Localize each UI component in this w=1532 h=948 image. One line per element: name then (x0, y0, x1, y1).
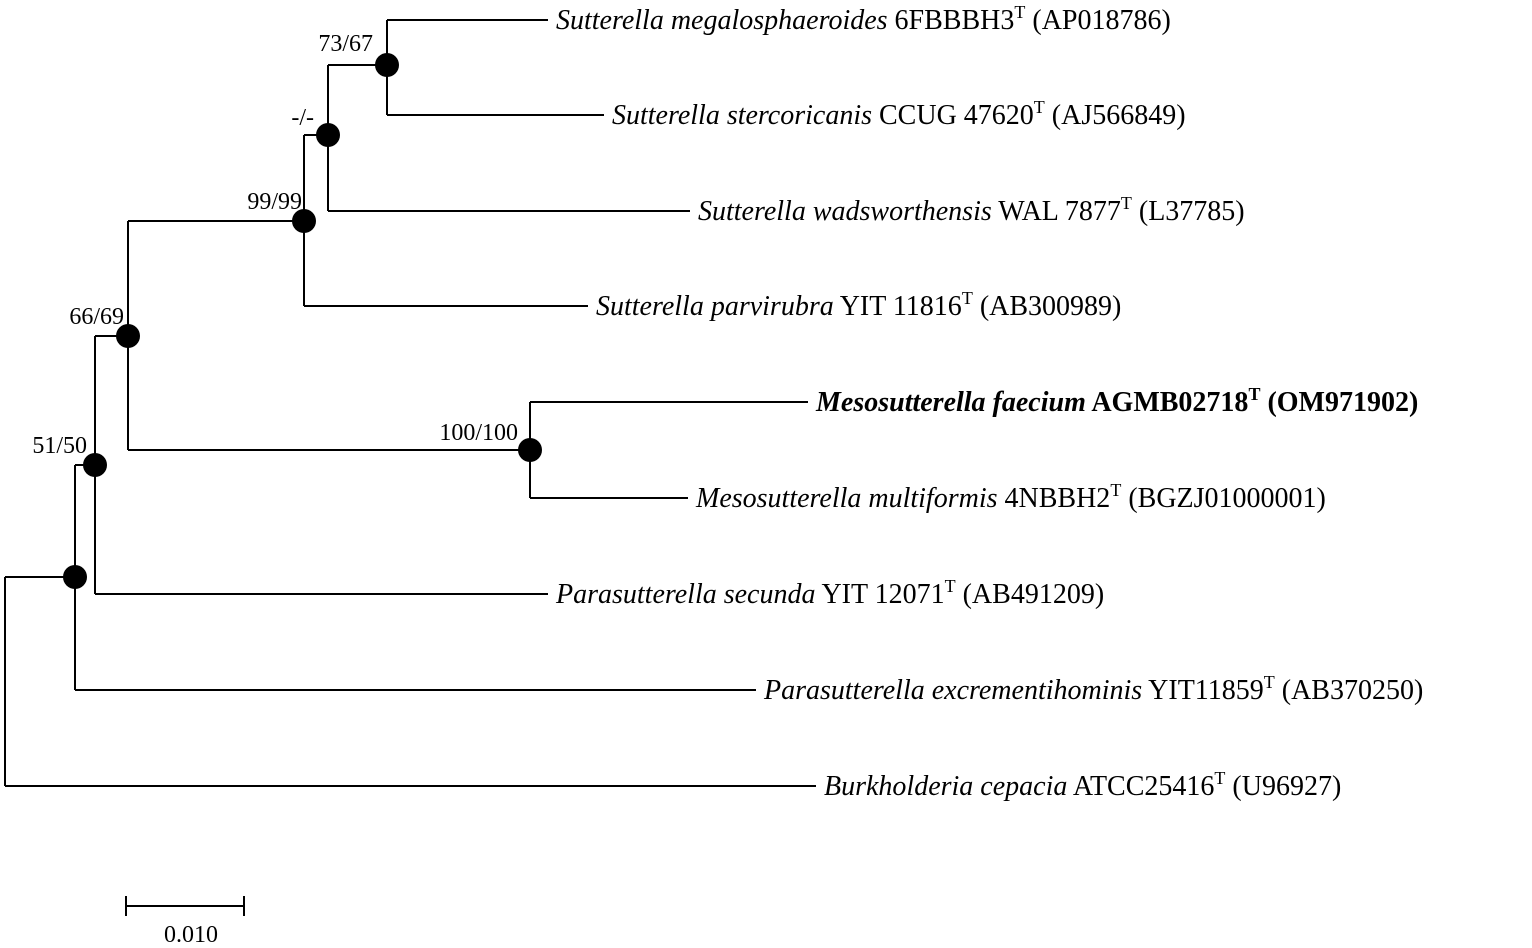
taxon-species-name: Sutterella parvirubra (596, 291, 834, 322)
taxon-accession: (OM971902) (1260, 387, 1418, 418)
taxon-species-name: Mesosutterella multiformis (695, 483, 998, 514)
taxon-species-name: Parasutterella excrementihominis (763, 675, 1142, 706)
node-dot-n_meso (518, 438, 542, 462)
taxon-species-name: Sutterella stercoricanis (612, 100, 872, 131)
support-values: 73/67 -/- 99/99 100/100 66/69 51/50 (32, 31, 518, 459)
taxon-strain: YIT 11816 (834, 291, 962, 322)
node-dot-n_root_ingroup (63, 565, 87, 589)
taxon-strain: AGMB02718 (1086, 387, 1249, 418)
node-dot-n_sut_meso (116, 324, 140, 348)
taxon-accession: (L37785) (1132, 196, 1245, 227)
taxon-labels: Sutterella megalosphaeroides 6FBBBH3T (A… (555, 2, 1423, 802)
taxon-accession: (AB300989) (973, 291, 1122, 322)
node-dot-n_with_wads (316, 123, 340, 147)
taxon-species-name: Burkholderia cepacia (824, 771, 1067, 802)
taxon-label-7: Parasutterella excrementihominis YIT1185… (763, 672, 1423, 706)
scale-bar-label: 0.010 (164, 922, 218, 948)
taxon-label-2: Sutterella wadsworthensis WAL 7877T (L37… (698, 193, 1245, 227)
taxon-strain: 4NBBH2 (998, 483, 1111, 514)
taxon-label-5: Mesosutterella multiformis 4NBBH2T (BGZJ… (695, 480, 1326, 514)
taxon-species-name: Sutterella wadsworthensis (698, 196, 992, 227)
support-n_sutterella: 99/99 (247, 189, 302, 215)
taxon-label-1: Sutterella stercoricanis CCUG 47620T (AJ… (612, 97, 1186, 131)
support-n_with_wads: -/- (291, 105, 314, 131)
taxon-strain: CCUG 47620 (872, 100, 1034, 131)
taxon-accession: (AB370250) (1275, 675, 1424, 706)
support-n_megalo_sterco: 73/67 (318, 31, 373, 57)
taxon-strain: YIT 12071 (815, 579, 944, 610)
type-strain-superscript: T (1110, 480, 1121, 500)
node-dot-n_sutterella (292, 209, 316, 233)
type-strain-superscript: T (1034, 97, 1045, 117)
taxon-label-4: Mesosutterella faecium AGMB02718T (OM971… (815, 384, 1418, 418)
node-dot-n_megalo_sterco (375, 53, 399, 77)
type-strain-superscript: T (945, 576, 956, 596)
taxon-label-6: Parasutterella secunda YIT 12071T (AB491… (555, 576, 1104, 610)
taxon-strain: ATCC25416 (1067, 771, 1214, 802)
support-n_sut_meso: 66/69 (69, 304, 124, 330)
support-n_with_secunda: 51/50 (32, 433, 87, 459)
taxon-species-name: Parasutterella secunda (555, 579, 815, 610)
type-strain-superscript: T (1121, 193, 1132, 213)
support-n_meso: 100/100 (439, 420, 518, 446)
tree-branches (4, 19, 816, 787)
tree-nodes (63, 53, 542, 589)
scale-bar: 0.010 (125, 896, 245, 948)
taxon-species-name: Mesosutterella faecium (815, 387, 1086, 418)
taxon-label-3: Sutterella parvirubra YIT 11816T (AB3009… (596, 288, 1121, 322)
taxon-strain: YIT11859 (1142, 675, 1264, 706)
type-strain-superscript: T (1214, 768, 1225, 788)
taxon-strain: 6FBBBH3 (888, 5, 1015, 36)
node-dot-n_with_secunda (83, 453, 107, 477)
taxon-accession: (AP018786) (1025, 5, 1170, 36)
taxon-label-8: Burkholderia cepacia ATCC25416T (U96927) (824, 768, 1341, 802)
taxon-accession: (U96927) (1225, 771, 1341, 802)
type-strain-superscript: T (1264, 672, 1275, 692)
taxon-accession: (AJ566849) (1045, 100, 1186, 131)
type-strain-superscript: T (1014, 2, 1025, 22)
taxon-species-name: Sutterella megalosphaeroides (556, 5, 888, 36)
taxon-accession: (AB491209) (956, 579, 1105, 610)
taxon-accession: (BGZJ01000001) (1121, 483, 1326, 514)
taxon-label-0: Sutterella megalosphaeroides 6FBBBH3T (A… (556, 2, 1171, 36)
taxon-strain: WAL 7877 (992, 196, 1121, 227)
type-strain-superscript: T (1248, 384, 1260, 404)
type-strain-superscript: T (962, 288, 973, 308)
